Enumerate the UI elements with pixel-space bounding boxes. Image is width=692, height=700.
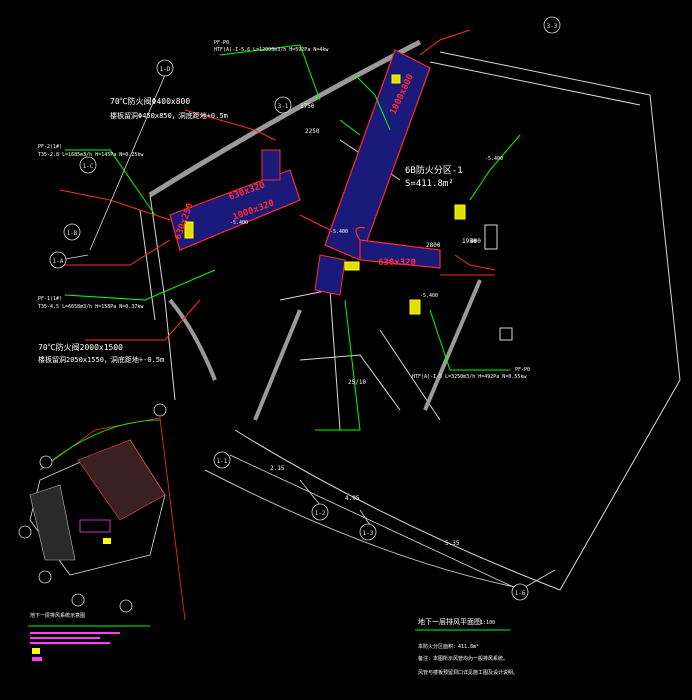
zone-label: 6B防火分区-1 [405, 164, 463, 176]
pf-bottom-left-label: PF-1(1#) [38, 296, 62, 302]
grid-bubbles: 1-D 1-C 1-B 1-A 1-1 1-2 1-3 1-6 [49, 16, 561, 601]
zone-area: S=411.8m² [405, 179, 454, 189]
fire-damper-1-note: 楼板留洞Φ450x850，洞底距地+0.5m [110, 111, 228, 120]
dim-bottom-1: 2.15 [270, 465, 285, 472]
room-note: 25/10 [348, 379, 366, 386]
drawing-title: 地下一层排风平面图 [418, 617, 481, 626]
exhaust-ducts [169, 49, 441, 296]
key-plan-title: 地下一层排风系统示意图 [30, 612, 85, 619]
pf-bottom-left-spec: T35-4.5 L=6658m3/h H=158Pa N=0.37kw [38, 304, 144, 310]
pf-top-spec: HTF(A)-I-5.6 L=12000m3/h H=592Pa N=4kw [214, 47, 329, 53]
dim-1750: 1750 [300, 103, 315, 110]
fire-damper-1-label: 70℃防火阀Φ400x800 [110, 96, 190, 106]
thick-walls [148, 39, 482, 421]
svg-text:3-1: 3-1 [278, 103, 289, 110]
level-3: -5.400 [230, 220, 248, 226]
building-outline [139, 51, 681, 591]
grid-bubble-1-b: 1-B [63, 223, 81, 241]
svg-text:1-2: 1-2 [315, 510, 326, 517]
grid-bubble-1-d: 1-D [156, 59, 174, 77]
pf-left-label: PF-2(1#) [38, 144, 62, 150]
fire-damper-2-note: 楼板留洞2050x1550，洞底距地+-0.5m [38, 355, 164, 364]
dim-2250: 2250 [305, 128, 320, 135]
svg-text:1-C: 1-C [83, 163, 94, 170]
level-1: -5.400 [485, 156, 503, 162]
annotations: 70℃防火阀Φ400x800 楼板留洞Φ450x850，洞底距地+0.5m 70… [38, 40, 530, 547]
key-plan: 地下一层排风系统示意图 [18, 403, 186, 661]
legend-line-1: 本防火分区面积：411.8m² [418, 643, 479, 650]
dim-1950: 1950 [462, 238, 477, 245]
grid-bubble-3-3: 3-3 [543, 16, 561, 34]
svg-text:1-6: 1-6 [515, 590, 526, 597]
legend-line-3: 风管与楼板预留洞口详见施工图及设计说明。 [418, 669, 518, 676]
dim-400: 400 [470, 238, 481, 245]
svg-text:3-3: 3-3 [547, 23, 558, 30]
pf-right-label: PF-P0 [515, 367, 530, 373]
red-leaders [55, 29, 496, 341]
pf-right-spec: HTF(A)-I-5 L=3250m3/h H=492Pa N=0.55kw [412, 374, 527, 380]
dim-bottom-2: 4.95 [345, 495, 360, 502]
grid-bubble-1-1: 1-1 [213, 451, 231, 469]
level-2: -5.400 [330, 229, 348, 235]
svg-text:1-3: 1-3 [363, 530, 374, 537]
dim-2800: 2800 [426, 242, 441, 249]
grid-axes [59, 74, 556, 591]
svg-text:1-1: 1-1 [217, 458, 228, 465]
grid-bubble-1-2: 1-2 [311, 503, 329, 521]
grid-bubble-1-c: 1-C [79, 156, 97, 174]
drawing-scale: 1:100 [480, 620, 495, 626]
grid-bubble-3-1: 3-1 [274, 96, 292, 114]
green-leaders [64, 44, 521, 431]
svg-text:1-B: 1-B [67, 230, 78, 237]
grid-bubble-1-6: 1-6 [511, 583, 529, 601]
svg-text:1-D: 1-D [160, 66, 171, 73]
dim-bottom-3: 5.35 [445, 540, 460, 547]
pf-top-label: PF-P0 [214, 40, 229, 46]
grid-bubble-1-a: 1-A [49, 251, 67, 269]
legend-line-2: 备注：本图所示风管均为一般排风系统。 [418, 655, 508, 662]
pf-left-spec: T35-2.8 L=1685m3/h H=145Pa N=0.25kw [38, 152, 144, 158]
duct-label-630x320-b: 630x320 [378, 258, 416, 268]
title-block: 地下一层排风平面图 1:100 本防火分区面积：411.8m² 备注：本图所示风… [415, 617, 518, 676]
grid-bubble-1-3: 1-3 [359, 523, 377, 541]
svg-text:1-A: 1-A [53, 258, 64, 265]
fans [184, 74, 466, 315]
fire-damper-2-label: 70℃防火阀2000x1500 [38, 342, 123, 352]
level-4: -5.400 [420, 293, 438, 299]
